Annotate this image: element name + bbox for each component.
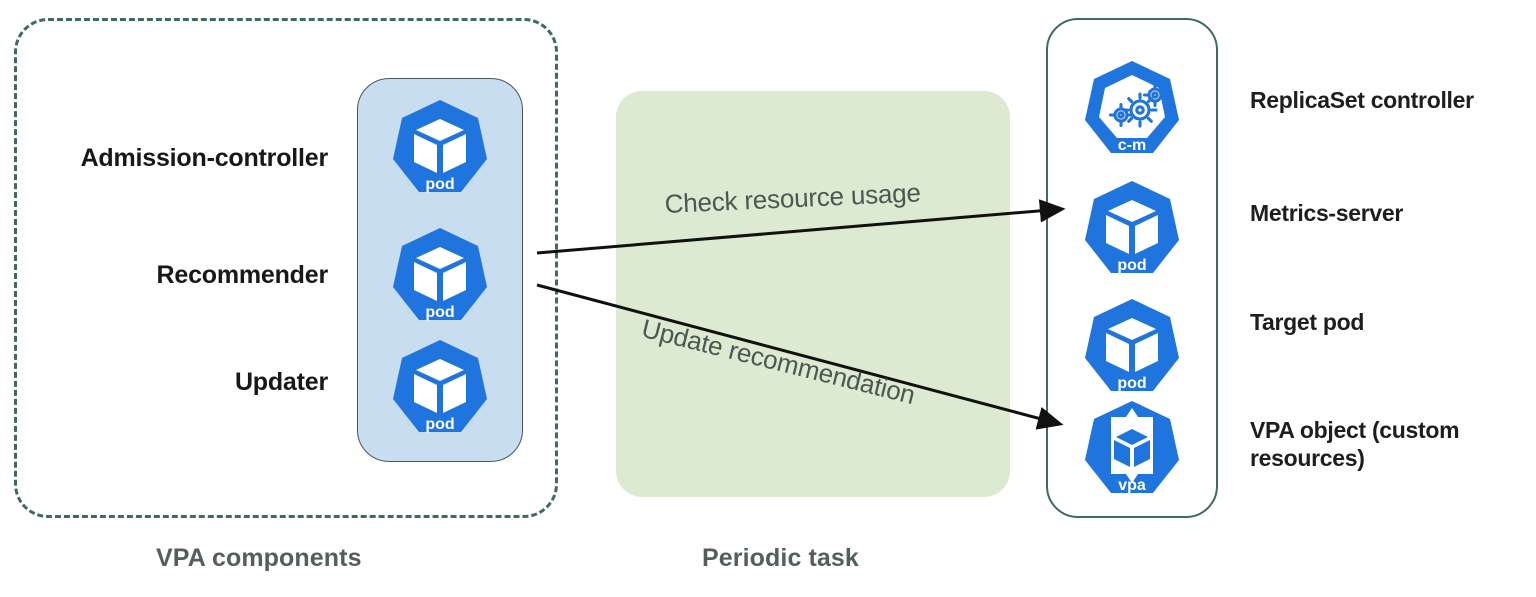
periodic-task-box [616, 91, 1010, 497]
svg-text:vpa: vpa [1118, 477, 1146, 494]
svg-text:pod: pod [1117, 375, 1146, 392]
component-label-updater: Updater [234, 368, 328, 396]
svg-text:pod: pod [425, 176, 454, 193]
k8s-pod-icon: pod [1084, 296, 1180, 396]
component-label-recommender: Recommender [156, 261, 329, 289]
k8s-controller-manager-icon: c-m [1084, 58, 1180, 158]
cluster-label-replicaset-controller: ReplicaSet controller [1250, 87, 1474, 113]
svg-text:pod: pod [425, 304, 454, 321]
cluster-label-metrics-server: Metrics-server [1250, 200, 1404, 226]
caption-vpa-components: VPA components [156, 544, 362, 572]
k8s-vpa-icon: vpa [1084, 398, 1180, 498]
cluster-objects-panel: c-m pod [1046, 18, 1218, 518]
svg-text:pod: pod [1117, 257, 1146, 274]
cluster-label-vpa-object: VPA object (custom resources) [1250, 417, 1460, 472]
k8s-pod-icon: pod [392, 337, 488, 437]
cluster-label-target-pod: Target pod [1250, 309, 1365, 335]
svg-text:c-m: c-m [1118, 137, 1146, 154]
k8s-pod-icon: pod [392, 97, 488, 197]
vpa-pod-stack: pod pod [357, 78, 523, 462]
component-label-admission-controller: Admission-controller [80, 144, 329, 172]
svg-text:pod: pod [425, 416, 454, 433]
caption-periodic-task: Periodic task [702, 544, 859, 572]
k8s-pod-icon: pod [1084, 178, 1180, 278]
k8s-pod-icon: pod [392, 225, 488, 325]
